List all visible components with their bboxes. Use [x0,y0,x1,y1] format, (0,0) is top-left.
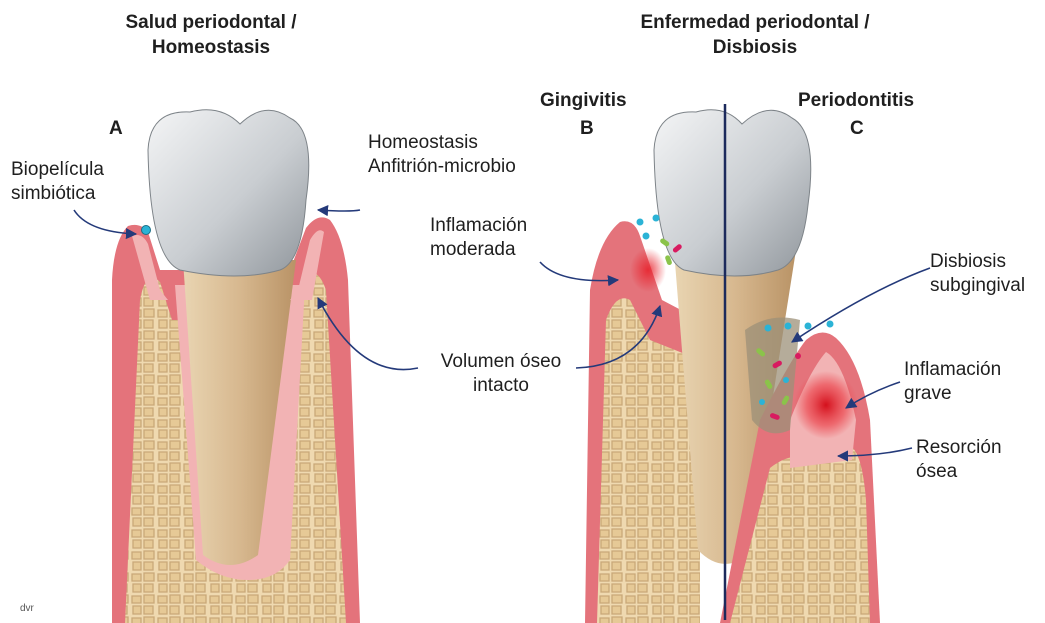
bone-intact-label: Volumen óseo intacto [424,350,578,398]
bone-resorption-line2: ósea [916,460,1002,484]
moderate-inflammation-line1: Inflamación [430,214,527,238]
health-title-line2: Homeostasis [86,35,336,60]
biofilm-label: Biopelícula simbiótica [11,158,104,206]
severe-inflammation-label: Inflamación grave [904,358,1001,406]
disease-title-line2: Disbiosis [600,35,910,60]
gingivitis-label: Gingivitis [540,89,627,113]
severe-inflammation-line2: grave [904,382,1001,406]
disease-title-line1: Enfermedad periodontal / [600,10,910,35]
health-title-line1: Salud periodontal / [86,10,336,35]
diseased-tooth-illustration [585,104,880,623]
moderate-inflammation-label: Inflamación moderada [430,214,527,262]
bone-intact-line2: intacto [424,374,578,398]
homeostasis-label: Homeostasis Anfitrión-microbio [368,131,516,179]
panel-a-label: A [109,117,123,141]
homeostasis-label-line1: Homeostasis [368,131,516,155]
panel-c-label: C [850,117,864,141]
bone-resorption-line1: Resorción [916,436,1002,460]
artist-signature: dvr [20,603,34,614]
homeostasis-label-line2: Anfitrión-microbio [368,155,516,179]
dysbiosis-line2: subgingival [930,274,1025,298]
dysbiosis-line1: Disbiosis [930,250,1025,274]
severe-inflammation-line1: Inflamación [904,358,1001,382]
biofilm-label-line2: simbiótica [11,182,104,206]
biofilm-label-line1: Biopelícula [11,158,104,182]
disease-title: Enfermedad periodontal / Disbiosis [600,10,910,60]
panel-b-label: B [580,117,594,141]
bone-resorption-label: Resorción ósea [916,436,1002,484]
dysbiosis-label: Disbiosis subgingival [930,250,1025,298]
moderate-inflammation-line2: moderada [430,238,527,262]
healthy-tooth-illustration [112,110,360,623]
bone-intact-line1: Volumen óseo [424,350,578,374]
health-title: Salud periodontal / Homeostasis [86,10,336,60]
periodontitis-label: Periodontitis [798,89,914,113]
